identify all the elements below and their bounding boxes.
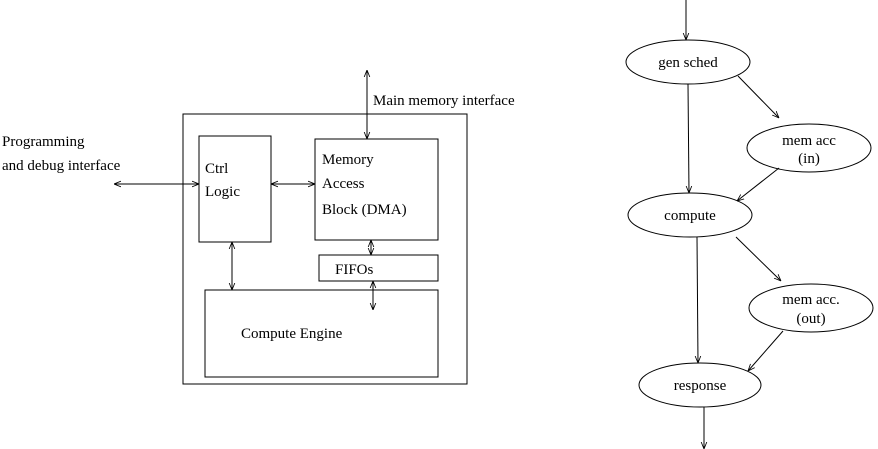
block-diagram: Ctrl Logic Memory Access Block (DMA) FIF…	[2, 70, 515, 385]
compute-engine-label: Compute Engine	[241, 326, 343, 342]
mem-acc-out-label-line1: mem acc.	[782, 292, 839, 308]
gen-sched-label: gen sched	[658, 55, 718, 71]
system-outer-box	[182, 113, 468, 385]
fifos-label: FIFOs	[335, 262, 374, 278]
fifos-block	[318, 254, 439, 282]
memory-access-label-line2: Access	[322, 176, 365, 192]
gen-sched-to-mem-acc-in-arrow	[737, 75, 779, 118]
mem-acc-out-to-response-arrow	[748, 330, 784, 371]
flow-diagram: gen sched mem acc (in) compute mem acc. …	[625, 0, 874, 449]
mem-acc-in-label-line1: mem acc	[782, 133, 836, 149]
programming-interface-label-line1: Programming	[2, 134, 85, 150]
mem-acc-out-label-line2: (out)	[796, 311, 825, 327]
main-memory-interface-label: Main memory interface	[373, 93, 515, 109]
mem-acc-out-node	[748, 283, 874, 333]
mem-acc-in-to-compute-arrow	[737, 167, 780, 201]
programming-interface-label-line2: and debug interface	[2, 158, 121, 174]
mem-acc-in-node	[746, 123, 872, 173]
gen-sched-to-compute-arrow	[688, 83, 689, 193]
memory-access-block	[314, 138, 439, 241]
ctrl-logic-label-line2: Logic	[205, 184, 240, 200]
compute-engine-block	[204, 289, 439, 378]
mem-acc-in-label-line2: (in)	[798, 151, 820, 167]
response-label: response	[674, 378, 727, 394]
memory-access-label-line1: Memory	[322, 152, 374, 168]
compute-to-mem-acc-out-arrow	[735, 236, 781, 281]
ctrl-logic-label-line1: Ctrl	[205, 161, 228, 177]
compute-label: compute	[664, 208, 716, 224]
memory-access-label-line3: Block (DMA)	[322, 202, 407, 218]
compute-to-response-arrow	[697, 236, 698, 363]
